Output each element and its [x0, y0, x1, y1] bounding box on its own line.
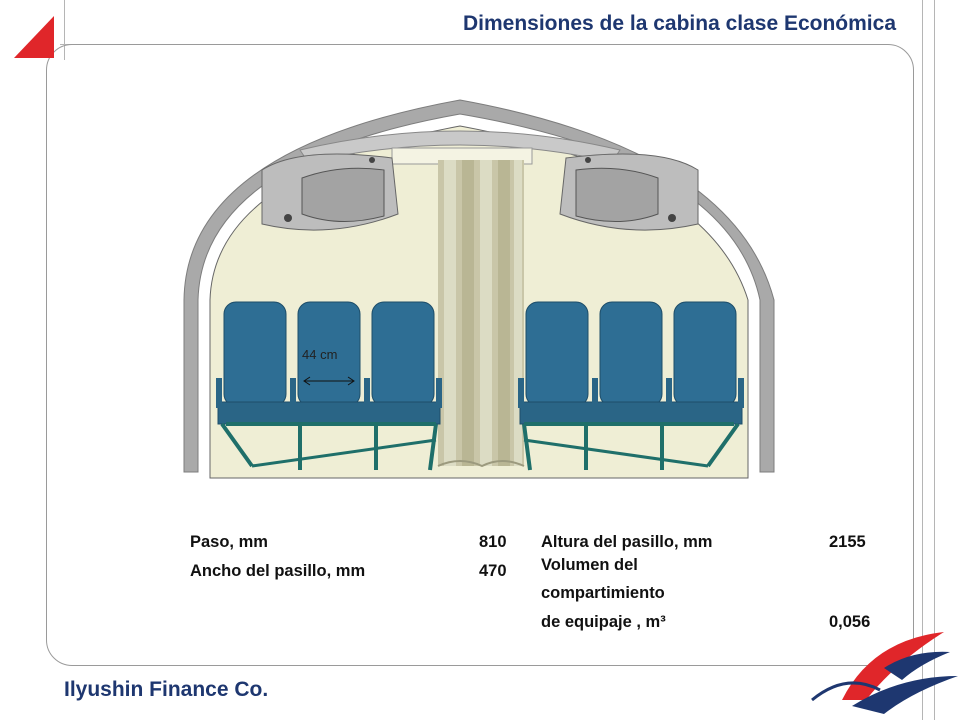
armrest: [436, 378, 442, 408]
reading-light-icon: [284, 214, 292, 222]
content-frame: [46, 44, 914, 666]
stat-bin-volume-label-line1: Volumen del: [541, 556, 638, 574]
seat-back: [599, 301, 663, 407]
stat-pitch-value: 810: [479, 533, 507, 551]
stat-bin-volume-value: 0,056: [829, 613, 871, 631]
reading-light-icon: [668, 214, 676, 222]
seat-frame: [220, 422, 438, 471]
page-title: Dimensiones de la cabina clase Económica: [462, 12, 896, 35]
reading-light-icon: [585, 157, 591, 163]
overhead-bin-right-door: [575, 167, 659, 222]
overhead-bin-left-door: [301, 167, 385, 222]
seat-back: [673, 301, 737, 407]
stat-bin-volume-label-line2: compartimiento: [541, 584, 665, 602]
seat-back: [223, 301, 287, 407]
stat-aisle-width-value: 470: [479, 562, 507, 580]
armrest: [666, 378, 672, 408]
red-corner-logo: [14, 16, 54, 58]
armrest: [738, 378, 744, 408]
seat-cushion: [519, 401, 743, 425]
seat-row-left: [216, 301, 442, 471]
armrest: [592, 378, 598, 408]
frame-line-right-outer: [934, 0, 935, 720]
seat-width-label: 44 cm: [302, 347, 337, 362]
stat-bin-volume-label-line3: de equipaje , m³: [541, 613, 666, 631]
seat-cushion: [217, 401, 441, 425]
seat-back: [525, 301, 589, 407]
stat-pitch-label: Paso, mm: [190, 533, 268, 551]
company-name: Ilyushin Finance Co.: [64, 678, 269, 701]
armrest: [518, 378, 524, 408]
aisle-curtain: [437, 160, 525, 468]
armrest: [290, 378, 296, 408]
reading-light-icon: [369, 157, 375, 163]
seat-width-dimension: 44 cm: [302, 347, 355, 386]
seat-frame: [522, 422, 740, 471]
stat-aisle-width-label: Ancho del pasillo, mm: [190, 562, 366, 580]
frame-line-left: [64, 0, 65, 60]
armrest: [216, 378, 222, 408]
ilyushin-bird-logo: [811, 632, 958, 714]
stat-aisle-height-label: Altura del pasillo, mm: [541, 533, 713, 551]
stat-aisle-height-value: 2155: [829, 533, 866, 551]
armrest: [364, 378, 370, 408]
seat-row-right: [518, 301, 744, 471]
seat-back: [371, 301, 435, 407]
frame-line-right: [922, 0, 923, 720]
